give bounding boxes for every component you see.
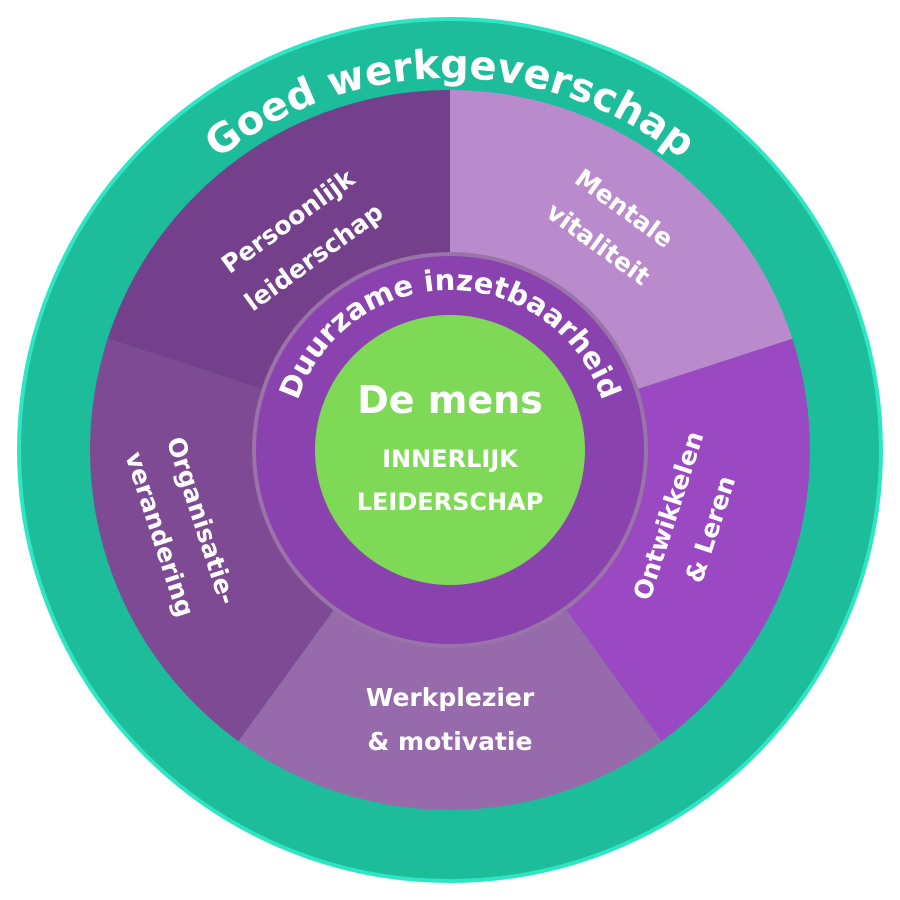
core-line-1: INNERLIJK	[382, 445, 519, 473]
core-line-2: LEIDERSCHAP	[357, 488, 544, 516]
segment-label-line: Werkplezier	[366, 683, 535, 712]
segment-label-line: & motivatie	[368, 727, 533, 756]
segment-label-werkplezier-motivatie: Werkplezier & motivatie	[366, 683, 535, 756]
core-title: De mens	[357, 378, 543, 422]
core-circle	[315, 315, 585, 585]
